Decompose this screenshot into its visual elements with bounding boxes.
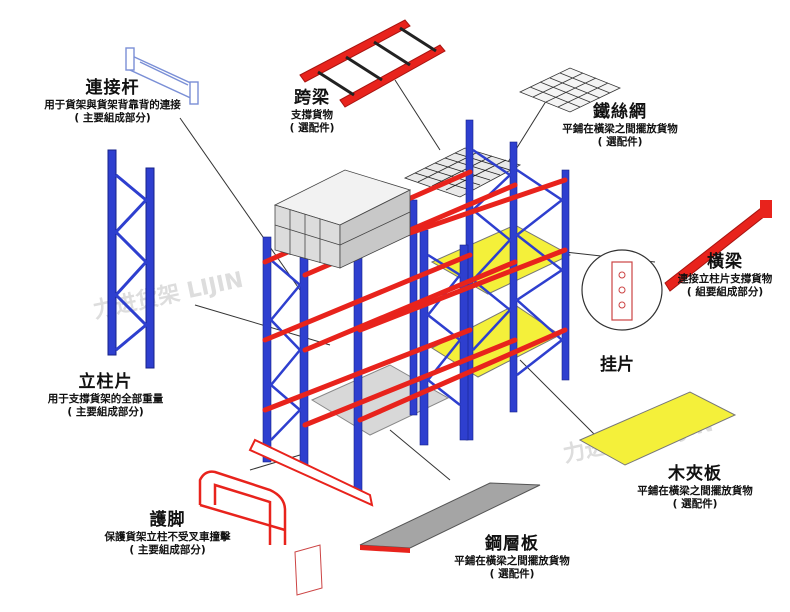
guard-desc: 保護貨架立柱不受叉車撞擊 (104, 531, 231, 544)
wire-mesh-desc: 平鋪在橫梁之間擺放貨物 (562, 123, 678, 136)
beam-end-clip (760, 200, 772, 218)
label-upright: 立柱片 用于支撐貨架的全部重量 ( 主要組成部分) (18, 372, 193, 420)
wire-mesh-part (519, 67, 621, 113)
guard-note: ( 主要組成部分) (129, 544, 206, 557)
crossbar-note: ( 選配件) (289, 122, 335, 135)
clip-title: 挂片 (600, 355, 634, 375)
beam-desc: 連接立柱片支撐貨物 (677, 273, 773, 286)
crossbar-part (299, 19, 446, 108)
label-wood-board: 木夾板 平鋪在橫梁之間擺放貨物 ( 選配件) (620, 464, 770, 512)
upright-note: ( 主要組成部分) (67, 406, 144, 419)
front-bracing (269, 253, 462, 441)
steel-panel-part (359, 482, 541, 553)
cargo-boxes (273, 169, 412, 269)
connector-note: ( 主要組成部分) (74, 112, 151, 125)
clip-callout (581, 249, 663, 331)
crossbar-title: 跨梁 (294, 88, 330, 108)
guard-title: 護脚 (149, 510, 186, 530)
rack-guard (248, 438, 374, 507)
guard-part (198, 470, 287, 545)
wire-mesh-note: ( 選配件) (597, 136, 643, 149)
upright-frame-part (107, 149, 155, 369)
connector-part (125, 47, 199, 105)
back-bracing (471, 148, 565, 376)
upright-base-plate (294, 544, 323, 596)
label-crossbar: 跨梁 支撐貨物 ( 選配件) (262, 88, 362, 136)
steel-panel-title: 鋼層板 (485, 534, 539, 554)
label-beam: 橫梁 連接立柱片支撐貨物 ( 組要組成部分) (665, 252, 785, 300)
crossbar-desc: 支撐貨物 (291, 109, 333, 122)
label-guard: 護脚 保護貨架立柱不受叉車撞擊 ( 主要組成部分) (75, 510, 260, 558)
label-connector: 連接杆 用于貨架與貨架背靠背的連接 ( 主要組成部分) (20, 78, 205, 126)
beam-title: 橫梁 (707, 252, 743, 272)
wire-mesh-title: 鐵絲網 (593, 102, 647, 122)
label-steel-panel: 鋼層板 平鋪在橫梁之間擺放貨物 ( 選配件) (432, 534, 592, 582)
wood-board-title: 木夾板 (668, 464, 722, 484)
wood-board-part (578, 391, 737, 466)
beam-note: ( 組要組成部分) (686, 286, 764, 299)
steel-panel-note: ( 選配件) (489, 568, 535, 581)
wood-board-note: ( 選配件) (672, 498, 718, 511)
connector-title: 連接杆 (85, 78, 140, 98)
connector-desc: 用于貨架與貨架背靠背的連接 (44, 99, 181, 112)
label-wire-mesh: 鐵絲網 平鋪在橫梁之間擺放貨物 ( 選配件) (545, 102, 695, 150)
upright-desc: 用于支撐貨架的全部重量 (47, 393, 164, 406)
upright-title: 立柱片 (78, 372, 133, 392)
wood-board-desc: 平鋪在橫梁之間擺放貨物 (637, 485, 753, 498)
steel-panel-desc: 平鋪在橫梁之間擺放貨物 (454, 555, 570, 568)
